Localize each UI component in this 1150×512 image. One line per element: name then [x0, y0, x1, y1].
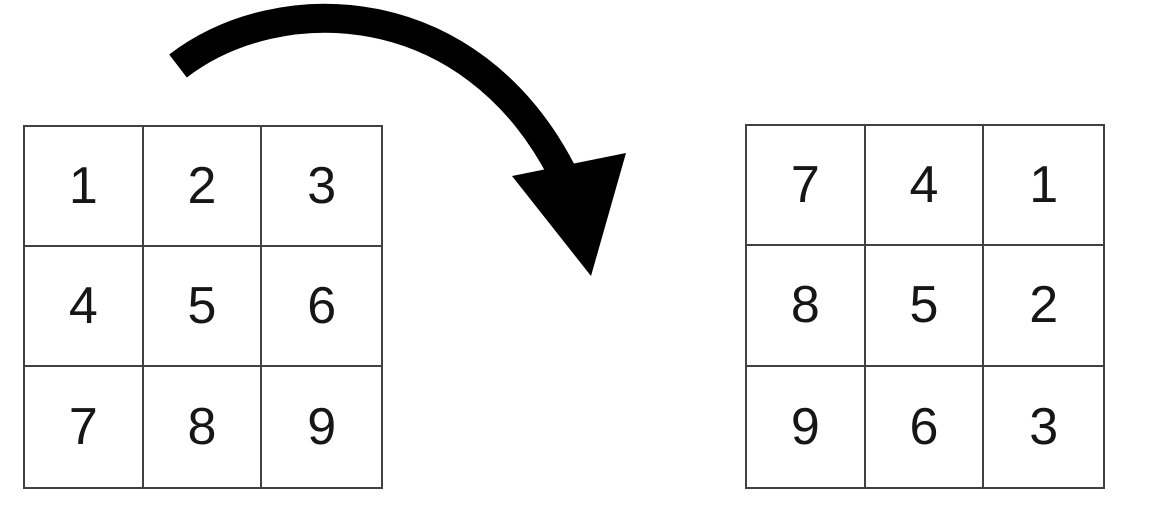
grid-cell: 5 — [143, 247, 263, 367]
grid-cell: 3 — [262, 127, 381, 247]
grid-cell: 8 — [747, 246, 866, 367]
grid-cell: 1 — [984, 126, 1103, 247]
grid-cell: 4 — [865, 126, 985, 247]
grid-cell: 7 — [747, 126, 866, 247]
source-grid: 1 2 3 4 5 6 7 8 9 — [23, 125, 383, 489]
grid-cell: 4 — [25, 247, 144, 367]
grid-cell: 2 — [984, 246, 1103, 367]
grid-cell: 2 — [143, 127, 263, 247]
grid-cell: 1 — [25, 127, 144, 247]
grid-cell: 5 — [865, 246, 985, 367]
grid-cell: 9 — [262, 367, 381, 487]
result-grid: 7 4 1 8 5 2 9 6 3 — [745, 124, 1105, 489]
grid-cell: 7 — [25, 367, 144, 487]
grid-cell: 8 — [143, 367, 263, 487]
grid-cell: 6 — [865, 366, 985, 487]
grid-cell: 6 — [262, 247, 381, 367]
grid-cell: 3 — [984, 366, 1103, 487]
grid-cell: 9 — [747, 366, 866, 487]
